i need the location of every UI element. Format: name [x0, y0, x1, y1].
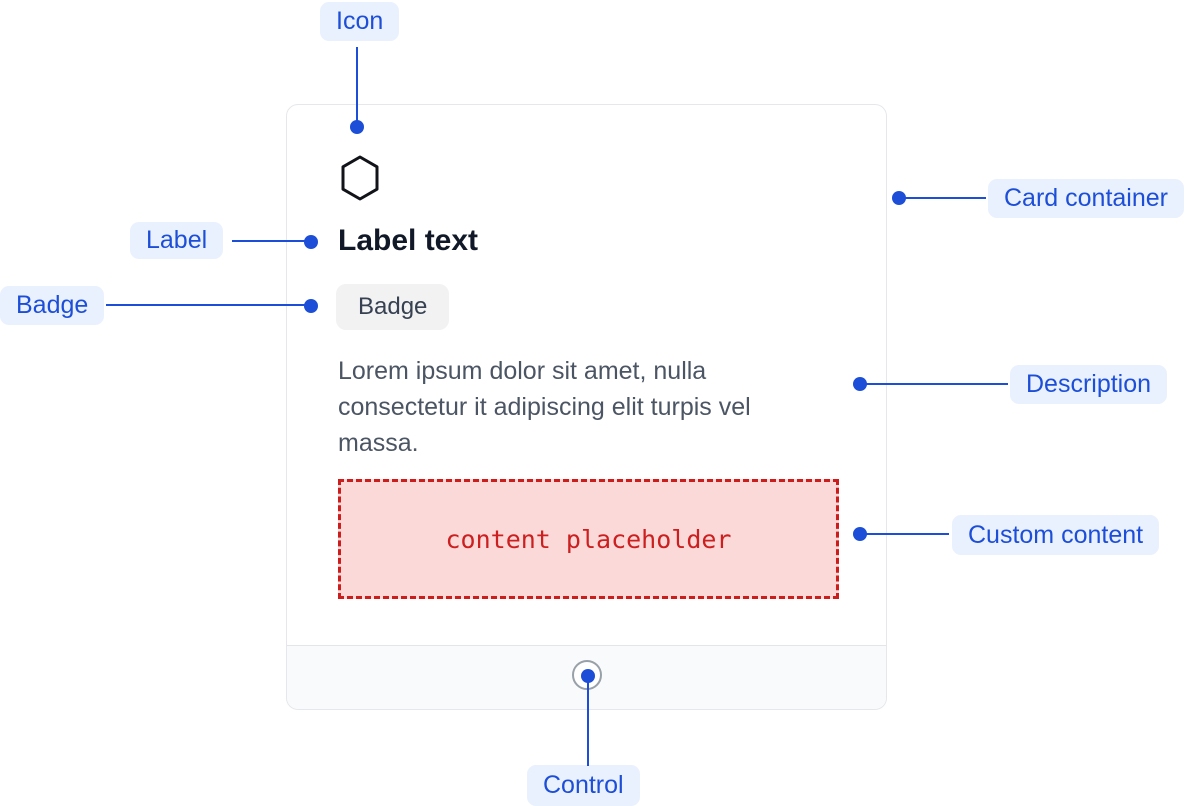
- annotation-control-label: Control: [527, 765, 640, 806]
- annotation-label-dot: [304, 235, 318, 249]
- annotation-custom-label: Custom content: [952, 515, 1160, 555]
- annotation-card-dot: [892, 191, 906, 205]
- annotation-control-line: [587, 677, 589, 766]
- annotation-icon-line: [356, 47, 358, 121]
- annotation-card-line: [899, 197, 986, 199]
- card-description: Lorem ipsum dolor sit amet, nulla consec…: [338, 357, 751, 457]
- annotation-badge-line: [106, 304, 312, 306]
- annotation-control-dot: [581, 669, 595, 683]
- annotation-card-label: Card container: [988, 179, 1184, 218]
- card-container: Label text Badge Lorem ipsum dolor sit a…: [286, 104, 887, 710]
- annotation-description-line: [860, 383, 1008, 385]
- annotation-label-label: Label: [130, 222, 224, 259]
- placeholder-text: content placeholder: [445, 524, 732, 554]
- annotation-badge-dot: [304, 299, 318, 313]
- annotation-description-dot: [853, 377, 867, 391]
- annotation-icon-label: Icon: [320, 2, 400, 41]
- card-badge: Badge: [336, 284, 450, 330]
- annotation-icon-dot: [350, 120, 364, 134]
- annotation-label-line: [232, 240, 312, 242]
- annotation-custom-line: [860, 533, 949, 535]
- hexagon-icon: [338, 154, 382, 202]
- annotation-description-label: Description: [1010, 365, 1168, 404]
- card-label-text: Label text: [338, 224, 479, 257]
- custom-content-placeholder: content placeholder: [338, 479, 839, 599]
- annotation-badge-label: Badge: [0, 286, 105, 325]
- control-button[interactable]: [571, 660, 602, 690]
- annotation-custom-dot: [853, 527, 867, 541]
